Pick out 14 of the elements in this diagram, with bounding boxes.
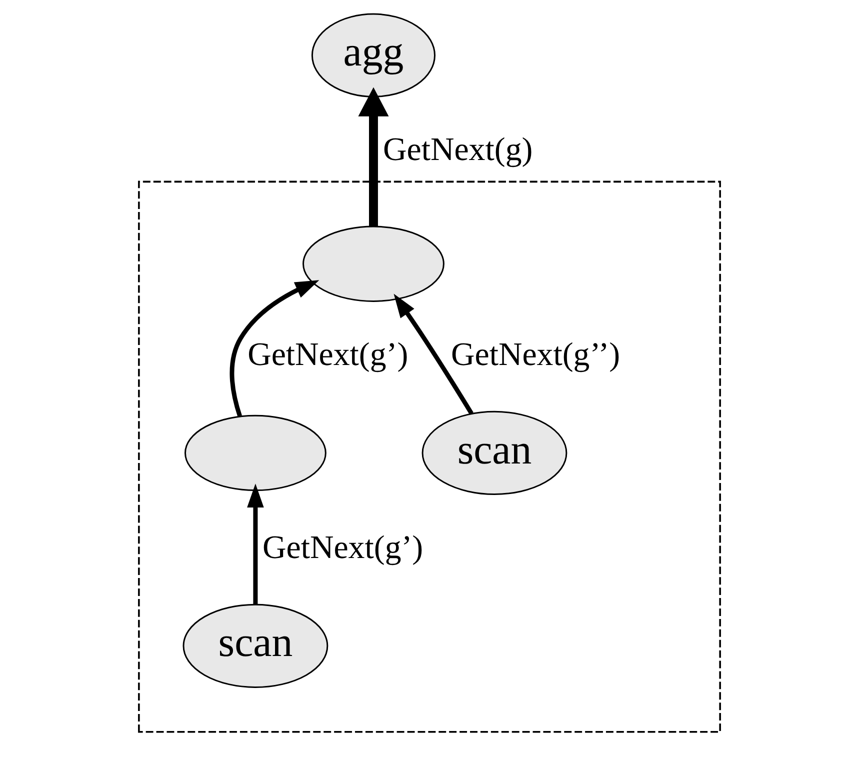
arrow bbox=[393, 294, 473, 415]
cluster bbox=[138, 180, 720, 733]
node-ellipse: agg bbox=[310, 13, 435, 98]
arrow bbox=[246, 484, 264, 605]
node-ellipse bbox=[184, 414, 326, 492]
node-ellipse: scan bbox=[182, 604, 328, 688]
edge-label: GetNext(g’) bbox=[262, 530, 423, 566]
node-ellipse: scan bbox=[421, 410, 567, 495]
edge-label: GetNext(g) bbox=[382, 132, 532, 168]
arrow bbox=[229, 280, 319, 417]
node-ellipse bbox=[302, 226, 444, 302]
edge-label: GetNext(g’’) bbox=[450, 336, 620, 373]
edge-label: GetNext(g’) bbox=[247, 336, 408, 373]
arrow bbox=[358, 87, 388, 226]
